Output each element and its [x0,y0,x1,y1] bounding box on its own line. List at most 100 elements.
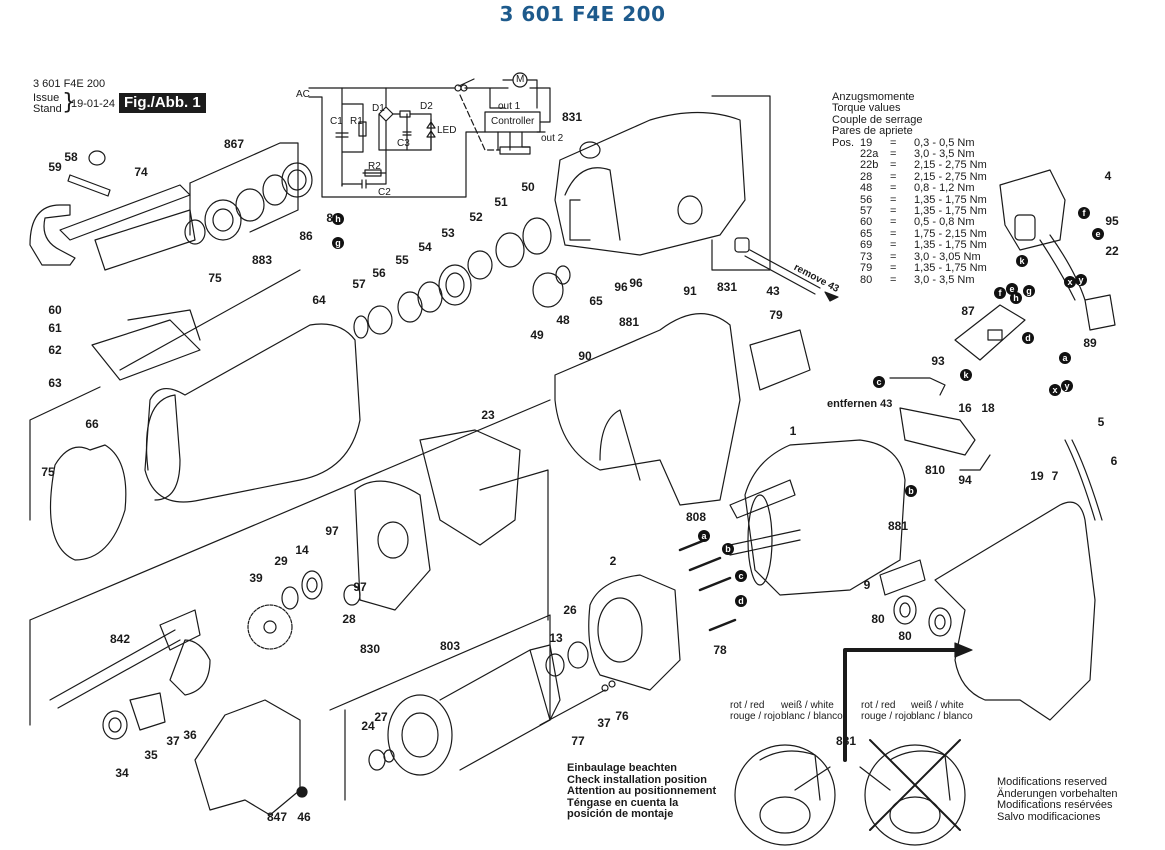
wire-connection-marker: a [1059,352,1071,364]
figure-badge: Fig./Abb. 1 [119,93,206,113]
equals-sign: = [890,262,897,275]
circuit-r2-label: R2 [368,161,381,172]
torque-row: 48=0,8 - 1,2 Nm [832,182,987,195]
torque-heading-de: Anzugsmomente [832,91,915,103]
wire-connection-marker: k [960,369,972,381]
torque-value: 0,8 - 1,2 Nm [914,182,975,195]
part-number-label: 27 [374,710,388,724]
part-number-label: 22 [1105,244,1119,258]
part-number-label: 57 [352,277,366,291]
wire-white-en: weiß / white [911,700,964,711]
wire-white-fr: blanc / blanco [781,711,843,722]
equals-sign: = [890,148,897,161]
torque-pos-prefix [832,252,858,263]
part-number-label: 58 [64,150,78,164]
part-number-label: 52 [469,210,483,224]
circuit-r1-label: R1 [350,116,363,127]
equals-sign: = [890,227,897,240]
circuit-c1-label: C1 [330,116,343,127]
issue-stand-label: Issue Stand [33,93,62,115]
part-number-label: 60 [48,303,62,317]
part-number-label: 66 [85,417,99,431]
part-number-label: 80 [898,629,912,643]
wire-label-white-right: weiß / white blanc / blanco [911,700,973,722]
part-number-label: 63 [48,376,62,390]
part-number-label: 97 [325,524,339,538]
part-number-label: 881 [618,315,640,329]
torque-row: 79=1,35 - 1,75 Nm [832,262,987,275]
part-number-label: 91 [683,284,697,298]
part-number-label: 97 [353,580,367,594]
part-number-label: 5 [1097,415,1105,429]
torque-pos-prefix [832,149,858,160]
part-number-label: 64 [312,293,326,307]
part-shapes [29,111,1116,846]
torque-row: 60=0,5 - 0,8 Nm [832,217,987,229]
part-number-label: 76 [615,709,629,723]
torque-position: 79 [860,262,873,275]
part-number-label: 62 [48,343,62,357]
wire-connection-marker: y [1075,274,1087,286]
torque-row: Pos. 19 = 0,3 - 0,5 Nm [832,136,987,149]
torque-row: 69 = 1,35 - 1,75 Nm [832,239,987,252]
torque-value: 1,35 - 1,75 Nm [914,239,987,252]
part-number-label: 90 [578,349,592,363]
torque-value: 1,35 - 1,75 Nm [914,193,987,206]
install-line-de: Einbaulage beachten [567,762,678,774]
part-number-label: 831 [561,110,583,124]
torque-row: 73=3,0 - 3,05 Nm [832,250,987,263]
wire-connection-marker: b [722,543,734,555]
equals-sign: = [890,193,897,206]
part-number-label: 80 [871,612,885,626]
part-number-label: 24 [361,719,375,733]
wire-connection-marker: e [1092,228,1104,240]
torque-table: Anzugsmomente Torque values Couple de se… [832,91,987,286]
part-number-label: 89 [1083,336,1097,350]
wire-connection-marker: h [1010,292,1022,304]
torque-pos-prefix: Pos. [832,136,855,149]
wire-red-en: rot / red [730,700,765,711]
part-number-label: 36 [183,728,197,742]
torque-position: 69 [860,239,873,252]
part-number-label: 95 [1105,214,1119,228]
install-line-es-1: Téngase en cuenta la [567,796,679,809]
torque-value: 2,15 - 2,75 Nm [914,159,987,172]
equals-sign: = [890,136,897,149]
part-number-label: 29 [274,554,288,568]
part-number-label: 37 [166,734,180,748]
part-number-label: 86 [299,229,313,243]
part-number-label: 1 [789,424,797,438]
torque-row: 56=1,35 - 1,75 Nm [832,193,987,206]
part-number-label: 34 [115,766,129,780]
wire-connection-marker: d [735,595,747,607]
torque-pos-prefix [832,263,858,274]
circuit-led-label: LED [437,125,457,136]
part-number-label: 75 [41,465,55,479]
installation-note: Einbaulage beachten Check installation p… [567,762,716,821]
part-number-label: 883 [251,253,273,267]
part-number-label: 830 [359,642,381,656]
circuit-out2-label: out 2 [541,133,564,144]
torque-position: 73 [860,250,873,263]
equals-sign: = [890,239,897,252]
torque-pos-prefix [832,217,858,228]
part-number-label: 810 [924,463,946,477]
part-number-label: 803 [439,639,461,653]
torque-value: 1,35 - 1,75 Nm [914,205,987,218]
torque-value: 0,3 - 0,5 Nm [914,136,975,149]
torque-position: 19 [860,136,873,149]
issue-date: 19-01-24 [71,98,116,110]
part-number-label: 54 [418,240,432,254]
part-number-label: 39 [249,571,263,585]
part-number-label: 75 [208,271,222,285]
part-number-label: 831 [716,280,738,294]
part-number-label: 65 [589,294,603,308]
wire-label-red-left: rot / red rouge / rojo [730,700,781,722]
part-number-label: 94 [958,473,972,487]
torque-position: 57 [860,205,873,218]
part-number-label: 96 [629,276,643,290]
part-number-label: 19 [1030,469,1044,483]
torque-value: 3,0 - 3,5 Nm [914,273,975,286]
torque-pos-prefix [832,160,858,171]
